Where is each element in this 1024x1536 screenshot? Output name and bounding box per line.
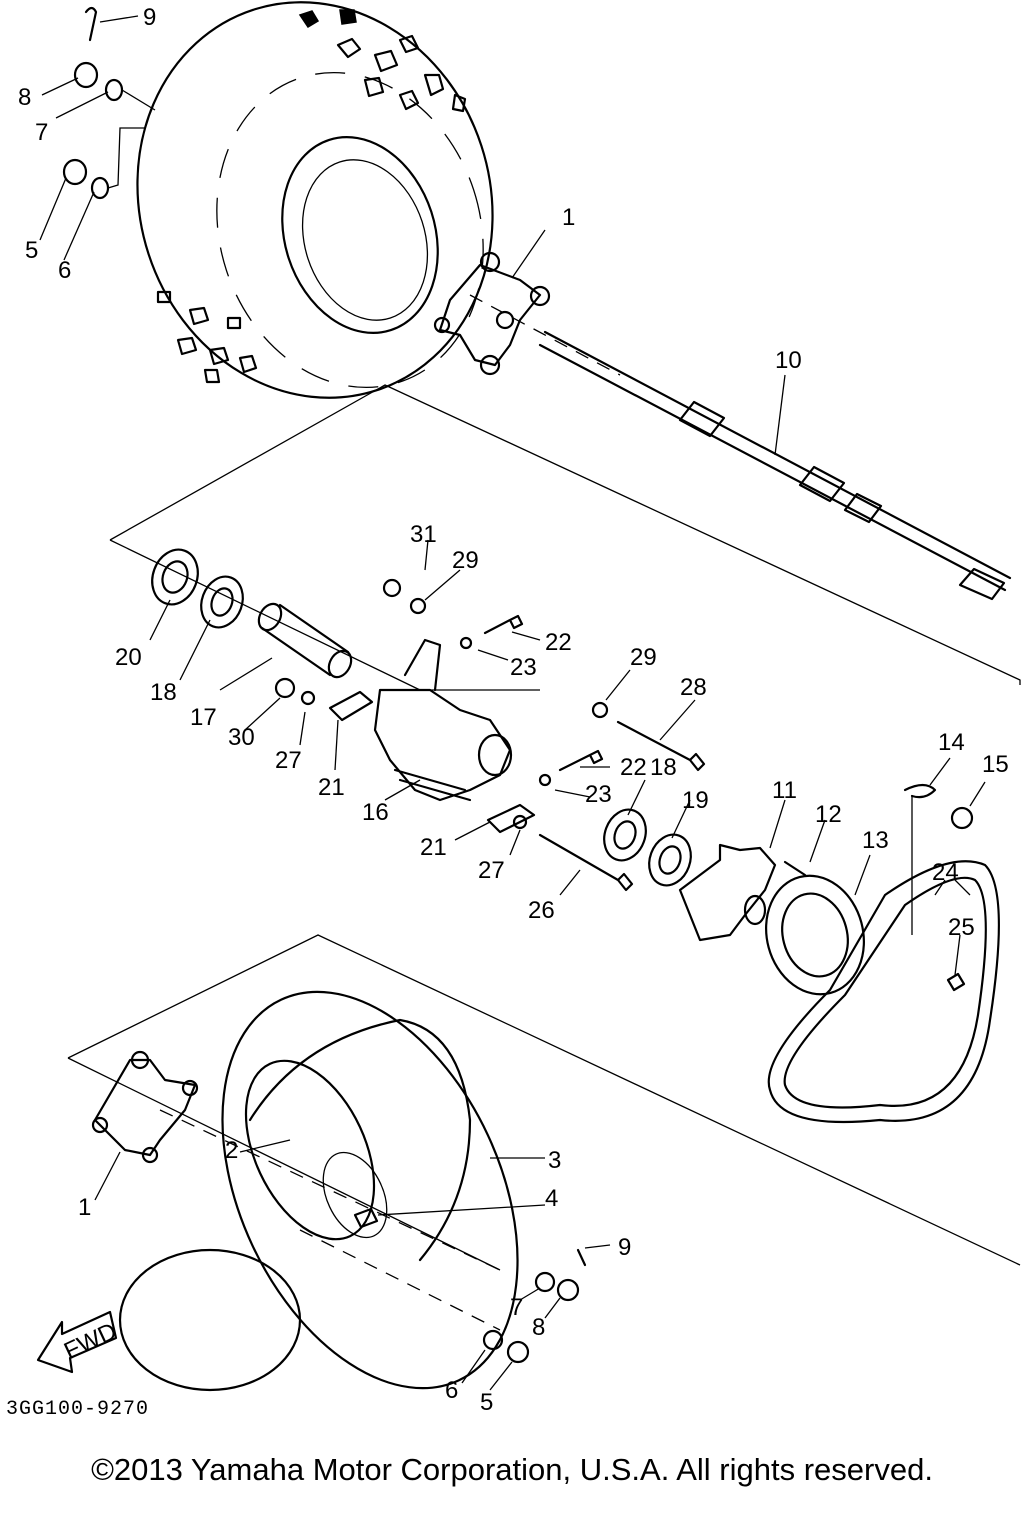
upper-tire [136,1,494,399]
bolt-22-upper [483,614,524,635]
lower-fasteners [159,1109,587,1364]
callout-8-lower: 8 [532,1314,545,1341]
lower-wheel-rim [244,1059,388,1241]
oil-seal-19 [648,833,692,887]
wheel-stud-4 [353,1207,379,1229]
upper-fasteners [62,6,156,200]
upper-tire-tread [156,9,467,384]
callout-25: 25 [948,914,975,941]
callout-2: 2 [225,1137,238,1164]
nut-23-upper [459,636,473,650]
callout-23-lower: 23 [585,781,612,808]
leader-lines [39,15,986,1391]
callout-5-lower: 5 [480,1389,493,1416]
washer-29-lower [591,701,609,719]
callout-7-lower: 7 [510,1294,523,1321]
chain-puller-upper [328,690,374,722]
callout-1-lower: 1 [78,1194,91,1221]
callout-27-upper: 27 [275,747,302,774]
callout-23-upper: 23 [510,654,537,681]
spacer-17 [257,602,353,679]
assembly-box-lower [67,934,1021,1271]
callout-3: 3 [548,1147,561,1174]
washer-27-upper [300,690,316,706]
callout-7-upper: 7 [35,119,48,146]
callout-29-upper: 29 [452,547,479,574]
callout-28: 28 [680,674,707,701]
callout-29-lower: 29 [630,644,657,671]
nut-31 [382,578,402,598]
callout-4: 4 [545,1185,558,1212]
chain-puller-lower [486,803,536,834]
upper-wheel-hub [433,251,551,376]
callout-1-upper: 1 [562,204,575,231]
callout-5-upper: 5 [25,237,38,264]
callout-13: 13 [862,827,889,854]
axle-housing [373,638,513,802]
nut-30 [274,677,296,699]
bolt-28 [616,720,706,772]
clip-14 [903,783,937,935]
callout-12: 12 [815,801,842,828]
callout-31: 31 [410,521,437,548]
callout-10: 10 [775,347,802,374]
callout-15: 15 [982,751,1009,778]
callout-17: 17 [190,704,217,731]
bolt-26 [538,833,634,892]
callout-6-lower: 6 [445,1377,458,1404]
sprocket [765,874,865,996]
callout-9-upper: 9 [143,4,156,31]
callout-21-upper: 21 [318,774,345,801]
lower-wheel-hub [91,1050,199,1164]
callout-21-lower: 21 [420,834,447,861]
callout-22-lower: 22 [620,754,647,781]
callout-9-lower: 9 [618,1234,631,1261]
callout-labels: 9 8 7 5 6 1 10 31 29 20 18 22 23 29 28 1… [18,4,1009,1416]
forward-direction-arrow: FWD [36,1310,121,1374]
bearing-18-left [200,575,244,629]
washer-29-upper [409,597,427,615]
washer-27-lower [512,814,528,830]
sprocket-hub [678,843,777,942]
callout-16: 16 [362,799,389,826]
callout-20: 20 [115,644,142,671]
callout-22-upper: 22 [545,629,572,656]
callout-26: 26 [528,897,555,924]
lower-tire [118,990,519,1392]
callout-30: 30 [228,724,255,751]
bearing-18-right [603,808,647,862]
drive-chain [767,860,1000,1124]
stud-bolt-12 [783,860,807,877]
callout-18-left: 18 [150,679,177,706]
nut-15 [950,806,974,830]
callout-18-right: 18 [650,754,677,781]
nut-23-lower [538,773,552,787]
copyright-notice: ©2013 Yamaha Motor Corporation, U.S.A. A… [91,1452,933,1487]
chain-joint [946,972,966,992]
callout-14: 14 [938,729,965,756]
fwd-arrow-label: FWD [60,1318,121,1366]
bolt-22-lower [558,749,604,772]
oil-seal-20 [151,548,199,606]
callout-8-upper: 8 [18,84,31,111]
callout-11: 11 [772,777,797,804]
diagram-part-code: 3GG100-9270 [6,1398,150,1421]
callout-24: 24 [932,859,959,886]
assembly-box-upper [109,384,1021,691]
axle [469,294,1012,601]
callout-27-lower: 27 [478,857,505,884]
callout-19: 19 [682,787,709,814]
callout-6-upper: 6 [58,257,71,284]
